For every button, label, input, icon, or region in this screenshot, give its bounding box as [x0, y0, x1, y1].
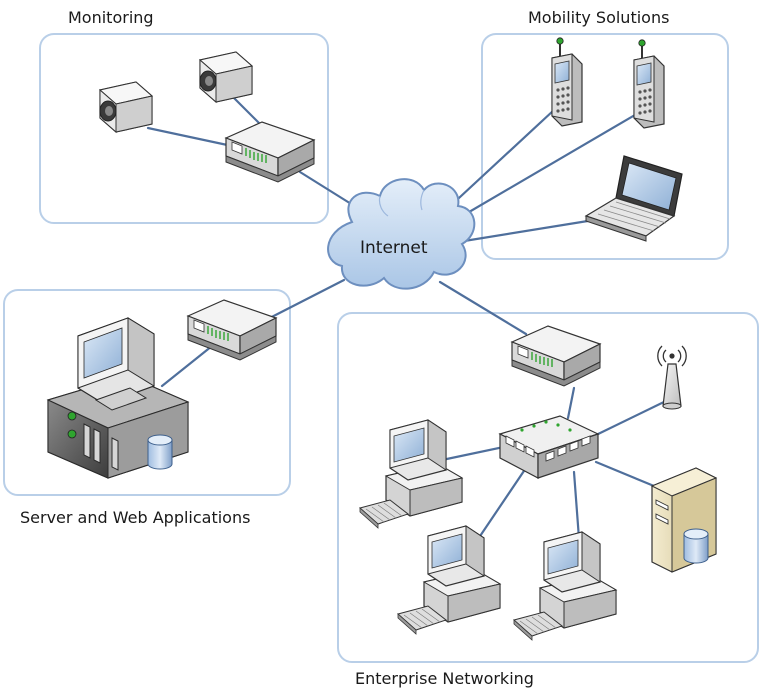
security-camera-icon: [99, 81, 153, 133]
group-frame-server: [3, 289, 291, 496]
link-router-switch: [566, 386, 576, 420]
wireless-access-point-icon: [657, 345, 687, 410]
link-phone2-internet: [450, 110, 642, 224]
link-laptop-internet: [456, 218, 596, 244]
link-switch-ap: [592, 398, 670, 438]
router-icon: [187, 299, 277, 361]
desktop-computer-icon: [513, 531, 617, 641]
network-switch-icon: [499, 415, 599, 479]
mobile-phone-icon: [633, 38, 665, 129]
group-label-server: Server and Web Applications: [20, 508, 251, 527]
router-icon: [511, 325, 601, 387]
group-label-mobility: Mobility Solutions: [528, 8, 670, 27]
database-icon: [683, 528, 709, 564]
link-phone1-internet: [444, 108, 556, 212]
database-icon: [147, 434, 173, 470]
laptop-icon: [585, 155, 683, 242]
group-frame-monitoring: [39, 33, 329, 224]
internet-cloud-icon: [327, 178, 476, 290]
desktop-computer-icon: [397, 525, 501, 635]
group-frame-enterprise: [337, 312, 759, 663]
link-switch-workstation2: [470, 460, 532, 550]
group-frame-mobility: [481, 33, 729, 260]
group-label-monitoring: Monitoring: [68, 8, 154, 27]
link-enterprise-router-internet: [438, 280, 528, 336]
link-server-router: [160, 344, 214, 388]
mobile-phone-icon: [551, 36, 583, 127]
security-camera-icon: [199, 51, 253, 103]
internet-label: Internet: [360, 238, 428, 258]
link-camera1-router: [146, 126, 234, 148]
group-label-enterprise: Enterprise Networking: [355, 669, 534, 688]
desktop-computer-icon: [359, 419, 463, 529]
link-switch-server: [594, 460, 656, 488]
